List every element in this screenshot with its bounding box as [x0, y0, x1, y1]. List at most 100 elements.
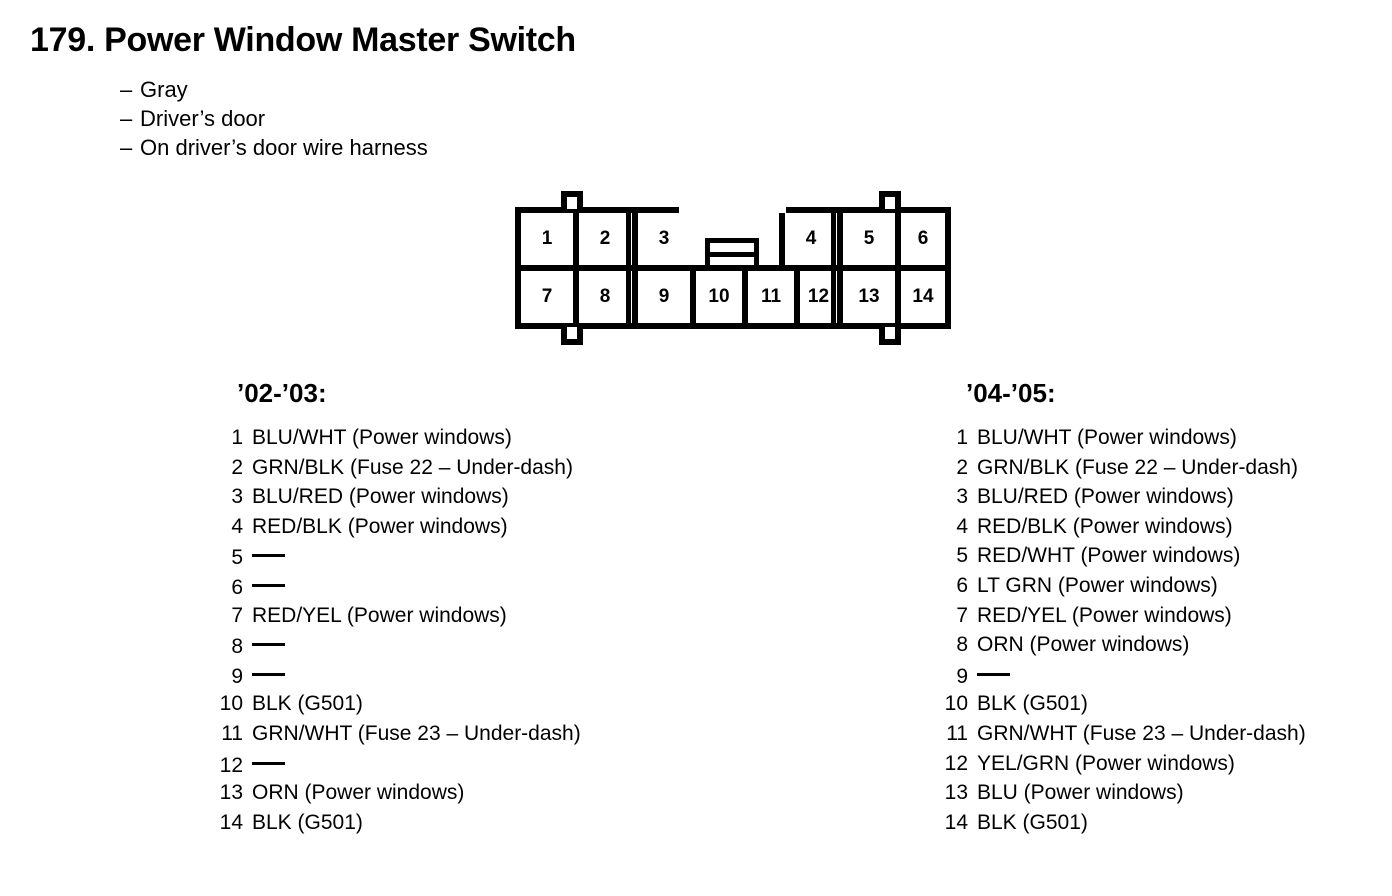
pin-row: 5 RED/WHT (Power windows) [938, 544, 1306, 574]
pin-number: 2 [231, 455, 243, 479]
pin-empty-dash-icon [252, 663, 292, 683]
pin-description: RED/YEL (Power windows) [977, 603, 1232, 627]
pin-number: 13 [219, 781, 243, 805]
pin-number: 7 [231, 603, 243, 627]
note-list: –Gray–Driver’s door–On driver’s door wir… [120, 75, 428, 162]
pin-number: 13 [944, 781, 968, 805]
pin-empty-dash-icon [977, 663, 1017, 683]
cell-separator [690, 271, 696, 323]
pin-row: 9 [938, 663, 1306, 693]
pin-row: 2 GRN/BLK (Fuse 22 – Under-dash) [938, 456, 1306, 486]
pin-description: BLK (G501) [252, 692, 363, 716]
pin-row: 7 RED/YEL (Power windows) [213, 604, 581, 634]
connector-pin-13: 13 [858, 286, 880, 307]
pin-description: GRN/WHT (Fuse 23 – Under-dash) [252, 721, 581, 745]
pin-description: GRN/WHT (Fuse 23 – Under-dash) [977, 721, 1306, 745]
note-dash-icon: – [120, 77, 133, 102]
pin-row: 1 BLU/WHT (Power windows) [938, 426, 1306, 456]
pin-description: BLU/WHT (Power windows) [252, 426, 512, 449]
pin-number: 5 [956, 544, 968, 568]
pin-description: ORN (Power windows) [977, 633, 1190, 657]
pin-description: GRN/BLK (Fuse 22 – Under-dash) [977, 455, 1298, 479]
pin-number: 14 [944, 810, 968, 834]
pin-number: 2 [956, 455, 968, 479]
connector-pin-10: 10 [708, 286, 730, 307]
pin-number: 14 [219, 810, 243, 834]
pin-description: BLU (Power windows) [977, 781, 1184, 805]
connector-pin-4: 4 [805, 228, 817, 249]
note-dash-icon: – [120, 106, 133, 131]
pin-number: 10 [219, 692, 243, 716]
connector-pin-9: 9 [658, 286, 670, 307]
pin-row: 6 LT GRN (Power windows) [938, 574, 1306, 604]
pin-list-heading: ’02-’03: [237, 378, 327, 408]
connector-pin-2: 2 [599, 228, 611, 249]
pin-number: 9 [231, 664, 243, 688]
cell-separator [895, 213, 901, 265]
cell-separator [632, 213, 638, 265]
pin-row: 9 [213, 663, 581, 693]
pin-row: 10 BLK (G501) [213, 692, 581, 722]
connector-keying-tab [705, 238, 759, 265]
cell-separator [573, 271, 579, 323]
pin-row: 11 GRN/WHT (Fuse 23 – Under-dash) [213, 722, 581, 752]
connector-top-opening [679, 206, 786, 213]
pin-number: 11 [221, 721, 243, 745]
pin-description: LT GRN (Power windows) [977, 573, 1218, 597]
pin-description: BLK (G501) [977, 692, 1088, 716]
pin-description: GRN/BLK (Fuse 22 – Under-dash) [252, 455, 573, 479]
pin-number: 3 [231, 485, 243, 509]
pin-number: 1 [956, 426, 968, 449]
pin-description: RED/WHT (Power windows) [977, 544, 1241, 568]
pin-number: 12 [219, 753, 243, 777]
pin-number: 6 [231, 575, 243, 599]
cell-separator [837, 271, 843, 323]
note-dash-icon: – [120, 135, 133, 160]
note-line: –Driver’s door [120, 104, 428, 133]
pin-number: 5 [231, 546, 243, 570]
connector-pin-6: 6 [917, 228, 929, 249]
connector-section-divider [626, 213, 631, 323]
connector-pin-12: 12 [807, 286, 830, 307]
pin-row: 12 [213, 752, 581, 782]
keying-tab-bar [710, 252, 754, 257]
connector-tab-bottom-right [879, 327, 901, 345]
pin-number: 8 [231, 635, 243, 659]
pin-row: 11 GRN/WHT (Fuse 23 – Under-dash) [938, 722, 1306, 752]
connector-pin-3: 3 [658, 228, 670, 249]
cell-separator [794, 271, 800, 323]
pin-number: 7 [956, 603, 968, 627]
pin-description: BLU/WHT (Power windows) [977, 426, 1237, 449]
connector-pin-1: 1 [541, 228, 553, 249]
pin-number: 3 [956, 485, 968, 509]
connector-pin-5: 5 [863, 228, 875, 249]
note-line: –Gray [120, 75, 428, 104]
note-text: On driver’s door wire harness [140, 135, 428, 160]
pin-number: 6 [956, 573, 968, 597]
cell-separator [742, 271, 748, 323]
pin-number: 4 [956, 514, 968, 538]
pin-number: 11 [946, 721, 968, 745]
connector-section-divider [831, 213, 836, 323]
pin-description: YEL/GRN (Power windows) [977, 751, 1235, 775]
pin-row: 13 BLU (Power windows) [938, 781, 1306, 811]
connector-pin-7: 7 [541, 286, 553, 307]
pin-description: RED/YEL (Power windows) [252, 603, 507, 627]
page-title: 179. Power Window Master Switch [30, 21, 576, 59]
connector-row-divider [521, 265, 945, 271]
cell-separator [573, 213, 579, 265]
connector-pin-8: 8 [599, 286, 611, 307]
connector-pin-11: 11 [760, 286, 782, 307]
note-text: Driver’s door [140, 106, 266, 131]
note-text: Gray [140, 77, 188, 102]
